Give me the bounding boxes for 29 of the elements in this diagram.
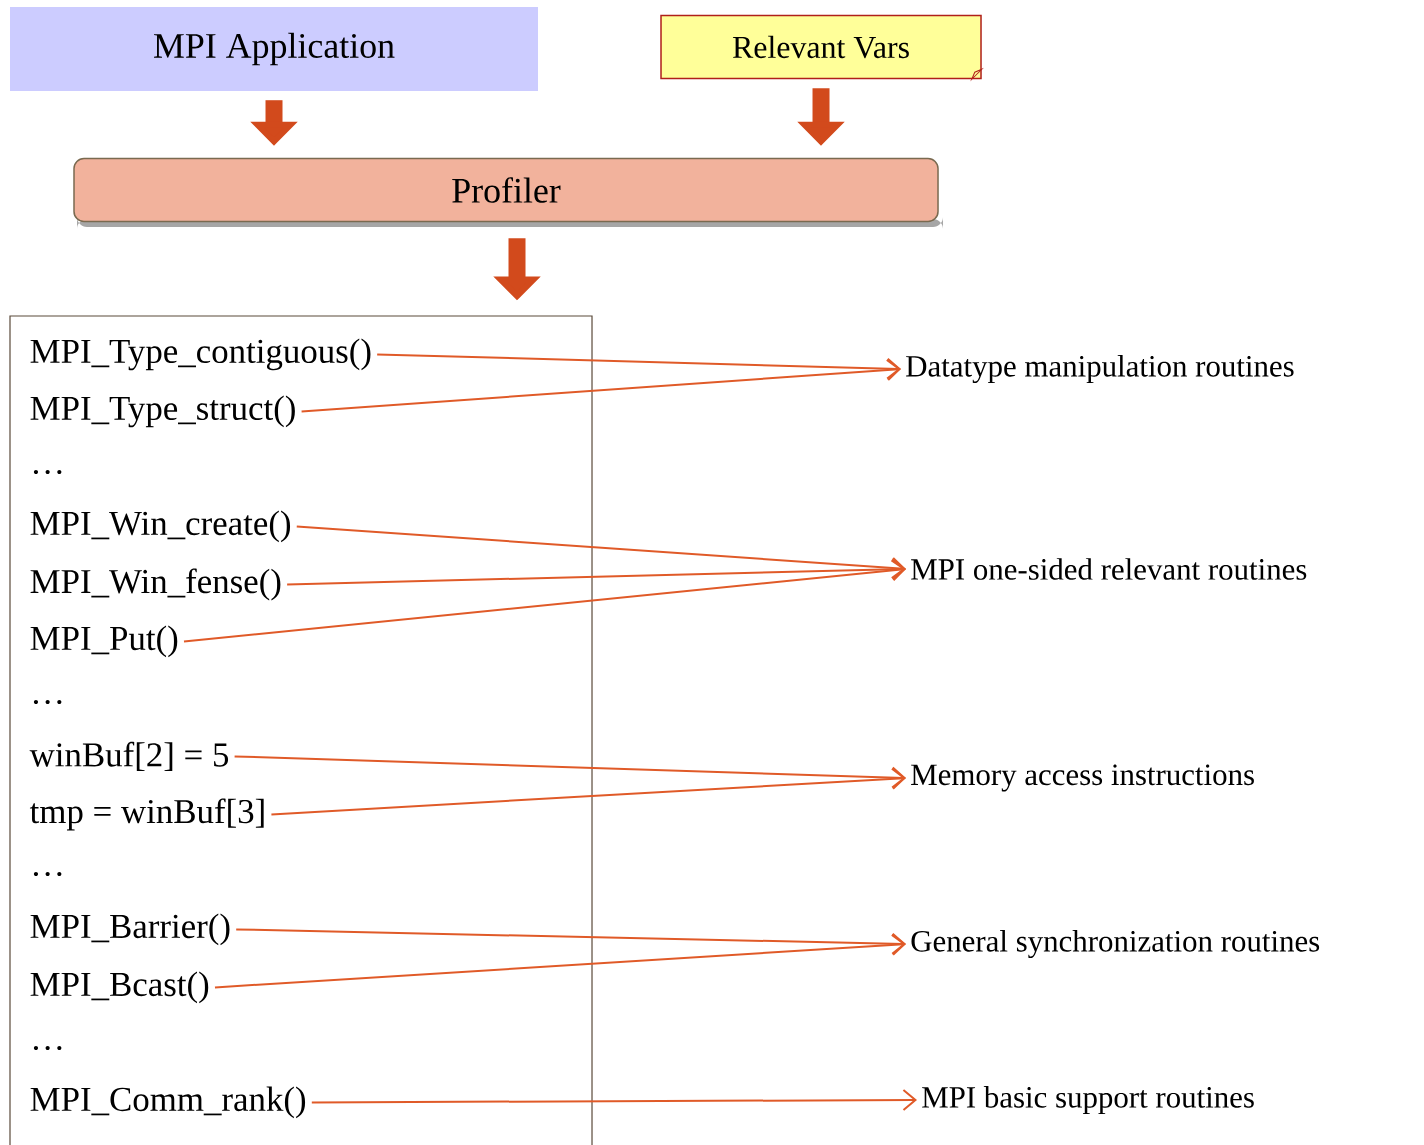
note-box: Relevant Vars [660, 14, 983, 80]
arrow [300, 359, 901, 413]
category-label: MPI basic support routines [922, 1086, 1254, 1114]
arrow [310, 1089, 917, 1112]
category-label: Memory access instructions [911, 764, 1254, 792]
code-line: MPI_Type_contiguous() [30, 338, 371, 371]
code-line: MPI_Barrier() [30, 913, 230, 946]
category-label: Datatype manipulation routines [906, 354, 1294, 384]
arrow [270, 767, 906, 816]
code-line: MPI_Bcast() [30, 971, 209, 1004]
code-line: MPI_Put() [30, 625, 178, 658]
ellipsis: … [33, 469, 62, 475]
arrow [213, 933, 906, 989]
code-line: MPI_Win_create() [30, 510, 291, 543]
ellipsis: … [33, 871, 62, 877]
category-label: General synchronization routines [911, 929, 1320, 959]
application-box: MPI Application [10, 7, 538, 91]
ellipsis: … [33, 1045, 62, 1051]
code-line: winBuf[2] = 5 [29, 741, 229, 771]
profiler-box: Profiler [73, 157, 943, 229]
category-label: MPI one-sided relevant routines [911, 558, 1307, 580]
code-line: MPI_Comm_rank() [30, 1086, 306, 1119]
code-line: MPI_Win_fense() [30, 568, 281, 601]
arrow [286, 558, 906, 586]
arrow [183, 559, 906, 643]
code-frame [9, 315, 593, 1145]
code-line: tmp = winBuf[3] [29, 798, 264, 831]
code-line: MPI_Type_struct() [30, 395, 295, 428]
ellipsis: … [33, 699, 62, 705]
